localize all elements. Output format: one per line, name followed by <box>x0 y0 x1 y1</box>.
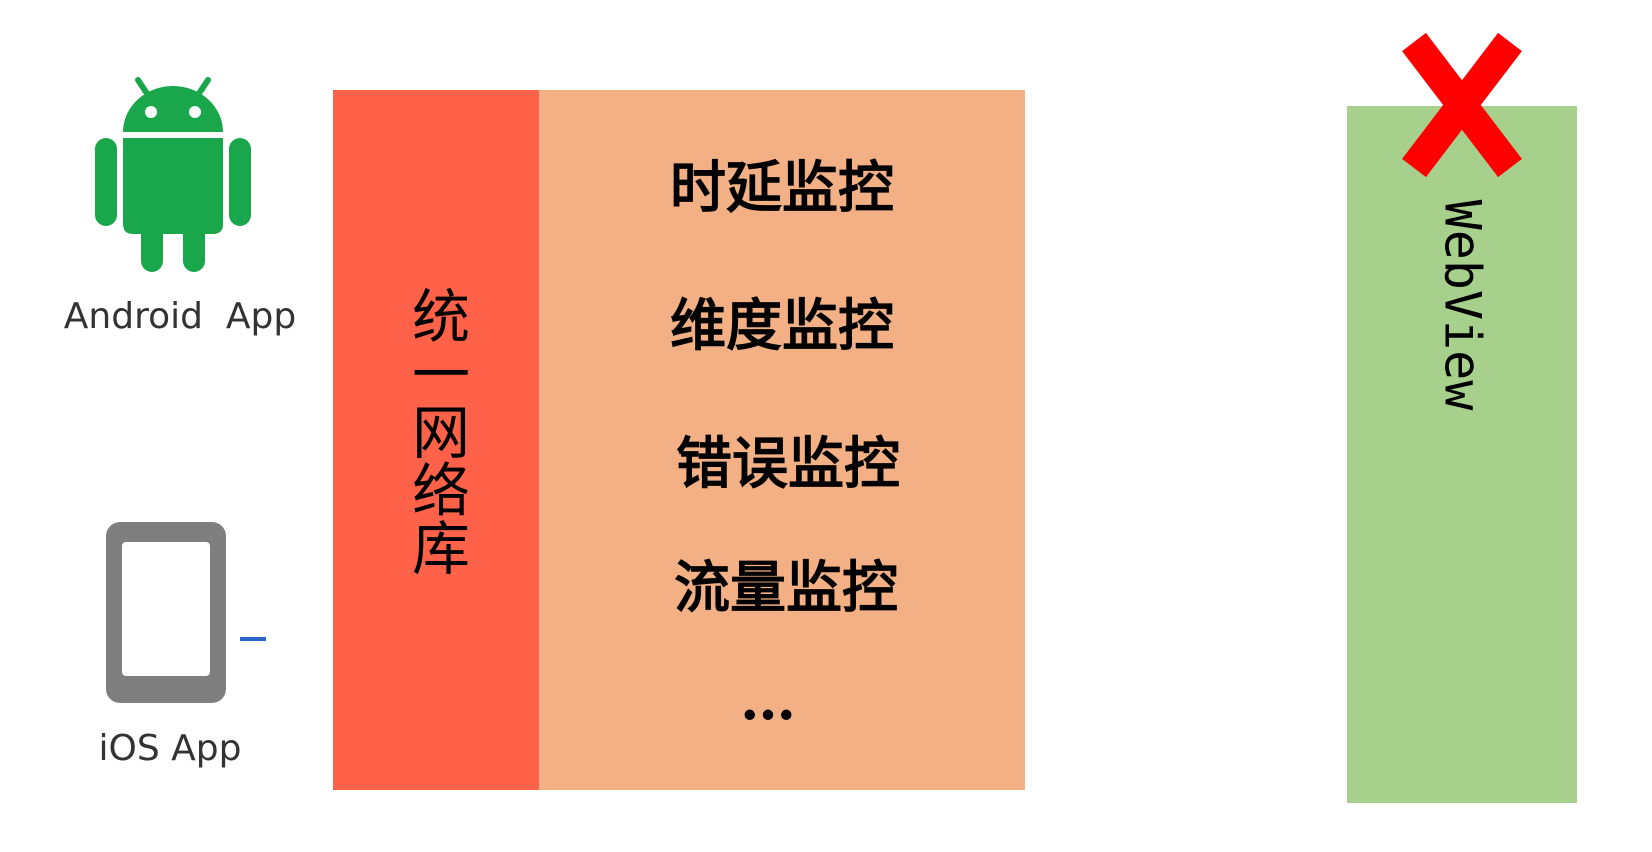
cross-icon <box>1402 32 1522 178</box>
network-library-block: 统一网络库 <box>333 90 539 790</box>
latency-monitoring-item: 时延监控 <box>670 155 894 221</box>
more-items-ellipsis: … <box>740 667 796 733</box>
traffic-monitoring-item: 流量监控 <box>674 555 898 621</box>
phone-icon <box>106 522 226 703</box>
android-icon <box>95 77 251 272</box>
network-library-title: 统一网络库 <box>402 286 470 576</box>
webview-label-wrap: WebView <box>1347 106 1577 803</box>
dimension-monitoring-item: 维度监控 <box>670 293 894 359</box>
android-app-label: Android App <box>63 296 297 337</box>
monitoring-block: 时延监控 维度监控 错误监控 流量监控 … <box>539 90 1025 790</box>
webview-label: WebView <box>1433 199 1491 410</box>
ios-app-label: iOS App <box>98 728 242 769</box>
connector-dash <box>240 637 266 641</box>
error-monitoring-item: 错误监控 <box>676 431 900 497</box>
webview-block: WebView <box>1347 106 1577 803</box>
